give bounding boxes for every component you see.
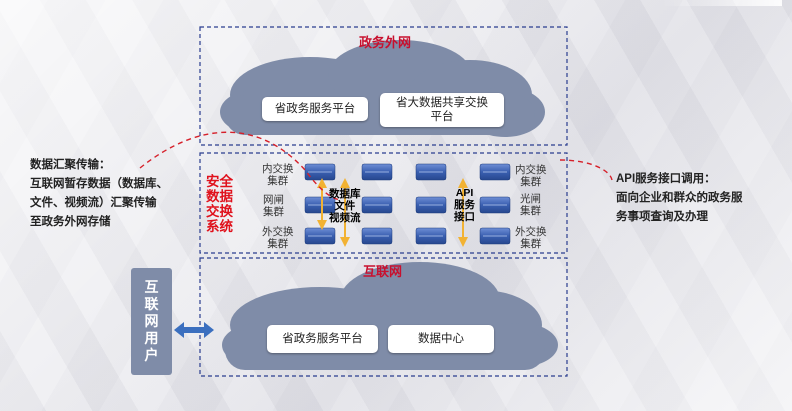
exchange-system-title: 安全 数据 交换 系统 xyxy=(206,174,233,234)
inner-exchange-left-label: 内交换 集群 xyxy=(262,163,294,187)
top-right-highlight xyxy=(662,0,782,6)
optical-gateway-right-label: 光闸 集群 xyxy=(520,193,541,217)
right-note-line-3: 务事项查询及办理 xyxy=(616,211,708,223)
left-note-line-2: 互联网暂存数据（数据库、 xyxy=(30,178,168,190)
right-note: API服务接口调用： 面向企业和群众的政务服 务事项查询及办理 xyxy=(616,170,743,227)
right-flow-curve xyxy=(559,159,613,181)
gov-service-platform-label: 省政务服务平台 xyxy=(274,103,356,115)
left-note: 数据汇聚传输： 互联网暂存数据（数据库、 文件、视频流）汇聚传输 至政务外网存储 xyxy=(30,156,168,232)
data-center-box: 数据中心 xyxy=(388,325,494,353)
inner-exchange-right-label: 内交换 集群 xyxy=(515,164,547,188)
gov-network-title: 政务外网 xyxy=(359,35,412,50)
exchange-title-line-4: 系统 xyxy=(206,219,233,234)
exchange-title-line-1: 安全 xyxy=(206,174,233,189)
big-data-exchange-label: 省大数据共享交换 平台 xyxy=(396,97,488,123)
db-file-video-label: 数据库 文件 视频流 xyxy=(329,188,361,224)
gateway-cluster-left-label: 网闸 集群 xyxy=(263,194,284,218)
internet-user-label: 互联网用户 xyxy=(144,279,159,363)
outer-exchange-right-label: 外交换 集群 xyxy=(515,226,547,250)
internet-user-panel: 互联网用户 xyxy=(131,268,172,375)
left-note-line-1: 数据汇聚传输： xyxy=(30,159,111,171)
internet-gov-service-platform-label: 省政务服务平台 xyxy=(282,333,363,345)
left-flow-curve xyxy=(139,131,341,201)
user-arrow xyxy=(174,322,214,338)
exchange-title-line-3: 交换 xyxy=(206,204,233,219)
big-data-exchange-box: 省大数据共享交换 平台 xyxy=(380,93,504,127)
right-note-line-2: 面向企业和群众的政务服 xyxy=(616,192,743,204)
exchange-title-line-2: 数据 xyxy=(206,189,233,204)
data-center-label: 数据中心 xyxy=(418,333,464,345)
outer-exchange-left-label: 外交换 集群 xyxy=(262,226,294,250)
internet-title: 互联网 xyxy=(363,264,403,279)
gov-service-platform-box: 省政务服务平台 xyxy=(262,97,368,121)
exchange-zone xyxy=(199,152,568,254)
right-note-line-1: API服务接口调用： xyxy=(616,173,716,185)
gov-network-zone xyxy=(199,26,568,146)
left-note-line-4: 至政务外网存储 xyxy=(30,216,111,228)
api-service-label: API 服务 接口 xyxy=(454,187,475,223)
internet-gov-service-platform-box: 省政务服务平台 xyxy=(267,325,378,353)
left-note-line-3: 文件、视频流）汇聚传输 xyxy=(30,197,157,209)
internet-zone xyxy=(199,257,568,377)
